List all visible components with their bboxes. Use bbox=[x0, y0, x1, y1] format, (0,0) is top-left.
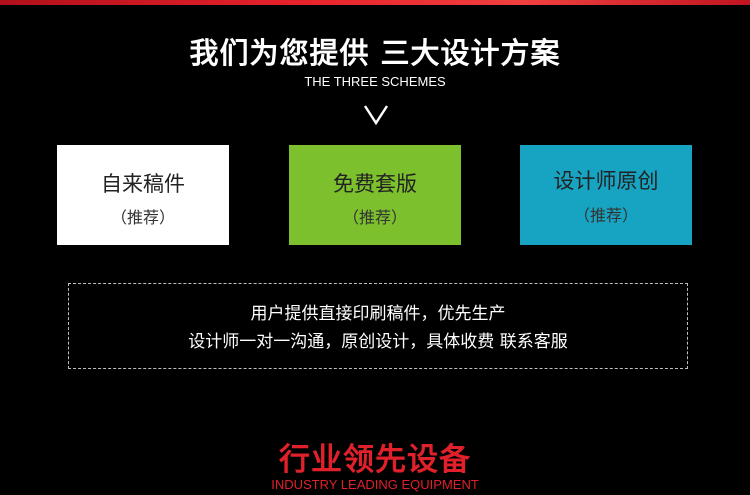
section-title: 行业领先设备 bbox=[279, 442, 471, 478]
scheme-card-label: 设计师原创 bbox=[553, 169, 659, 193]
scheme-card-free-template[interactable]: 免费套版 （推荐） bbox=[289, 145, 461, 245]
scheme-card-label: 免费套版 bbox=[333, 172, 417, 196]
info-line-2: 设计师一对一沟通，原创设计，具体收费 联系客服 bbox=[188, 332, 568, 352]
info-line-1: 用户提供直接印刷稿件，优先生产 bbox=[250, 304, 506, 324]
scheme-card-note: （推荐） bbox=[110, 208, 175, 227]
page-title: 我们为您提供 三大设计方案 bbox=[189, 36, 561, 70]
scheme-card-note: （推荐） bbox=[573, 206, 638, 225]
top-accent-bar bbox=[0, 0, 750, 5]
chevron-down-icon bbox=[363, 105, 389, 126]
page-subtitle: THE THREE SCHEMES bbox=[304, 74, 446, 89]
scheme-card-designer-original[interactable]: 设计师原创 （推荐） bbox=[520, 145, 692, 245]
section-subtitle: INDUSTRY LEADING EQUIPMENT bbox=[271, 477, 479, 492]
scheme-card-own-files[interactable]: 自来稿件 （推荐） bbox=[57, 145, 229, 245]
info-box: 用户提供直接印刷稿件，优先生产 设计师一对一沟通，原创设计，具体收费 联系客服 bbox=[68, 283, 688, 369]
scheme-card-note: （推荐） bbox=[342, 208, 407, 227]
scheme-card-label: 自来稿件 bbox=[101, 172, 185, 196]
